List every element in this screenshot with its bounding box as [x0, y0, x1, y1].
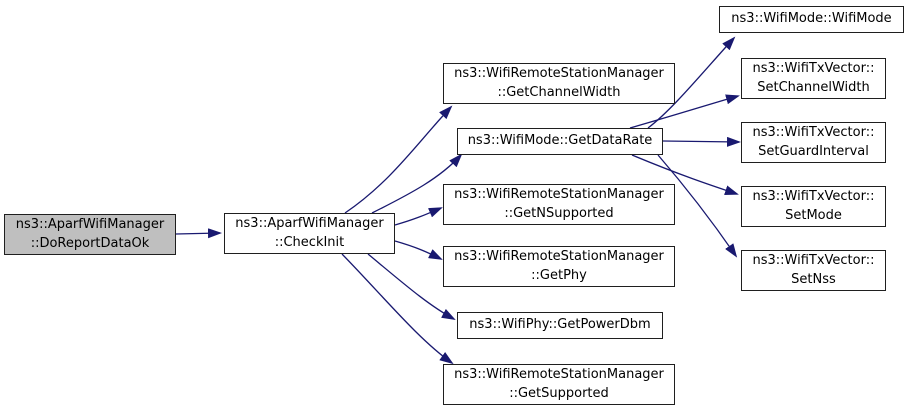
edge-doreportdataok-to-checkinit — [175, 228, 222, 239]
node-wifimode-constructor[interactable]: ns3::WifiMode::WifiMode — [719, 6, 904, 33]
node-getchannelwidth[interactable]: ns3::WifiRemoteStationManager ::GetChann… — [443, 63, 675, 104]
node-setmode[interactable]: ns3::WifiTxVector:: SetMode — [741, 186, 886, 227]
node-getphy[interactable]: ns3::WifiRemoteStationManager ::GetPhy — [443, 246, 675, 287]
node-getdatarate[interactable]: ns3::WifiMode::GetDataRate — [457, 128, 663, 155]
edge-checkinit-to-getsupported — [341, 253, 454, 365]
node-doreportdataok[interactable]: ns3::AparfWifiManager ::DoReportDataOk — [4, 214, 176, 255]
edge-checkinit-to-getphy — [394, 240, 443, 260]
edge-checkinit-to-getchannelwidth — [344, 105, 453, 214]
node-setchannelwidth[interactable]: ns3::WifiTxVector:: SetChannelWidth — [741, 58, 886, 99]
node-checkinit[interactable]: ns3::AparfWifiManager ::CheckInit — [224, 213, 395, 254]
edge-getdatarate-to-setnss — [657, 154, 738, 258]
edge-getdatarate-to-wifimode — [647, 36, 736, 129]
node-getnsupported[interactable]: ns3::WifiRemoteStationManager ::GetNSupp… — [443, 184, 675, 225]
edge-checkinit-to-getdatarate — [371, 153, 463, 214]
edge-getdatarate-to-setmode — [631, 154, 739, 195]
node-setguardinterval[interactable]: ns3::WifiTxVector:: SetGuardInterval — [741, 122, 886, 163]
edge-checkinit-to-getnsupported — [394, 207, 443, 226]
node-setnss[interactable]: ns3::WifiTxVector:: SetNss — [741, 250, 886, 291]
node-getpowerdbm[interactable]: ns3::WifiPhy::GetPowerDbm — [457, 312, 663, 339]
edge-getdatarate-to-setchannelwidth — [629, 94, 740, 129]
edge-getdatarate-to-setguardinterval — [662, 136, 741, 147]
node-getsupported[interactable]: ns3::WifiRemoteStationManager ::GetSuppo… — [443, 364, 675, 405]
edge-checkinit-to-getpowerdbm — [367, 253, 456, 320]
